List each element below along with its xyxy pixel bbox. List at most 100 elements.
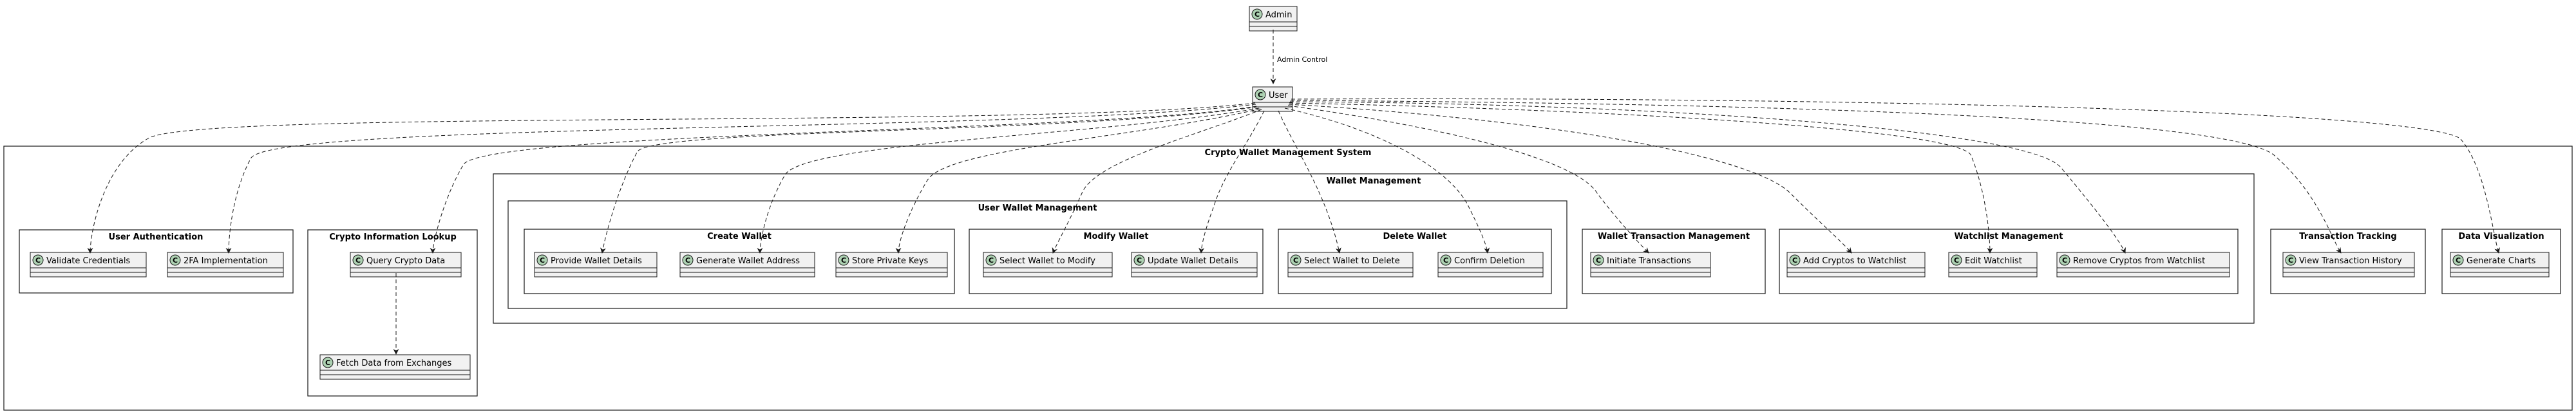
class-c-letter: C bbox=[1255, 10, 1260, 19]
class-name: Fetch Data from Exchanges bbox=[336, 359, 451, 368]
class-c-letter: C bbox=[841, 256, 846, 265]
package-title: User Wallet Management bbox=[978, 203, 1097, 213]
edge-user-to-view-tx-history bbox=[1290, 100, 2342, 254]
edge-user-to-remove-cryptos-watchlist bbox=[1289, 101, 2126, 254]
class-c-icon bbox=[322, 357, 334, 368]
class-box bbox=[1437, 252, 1544, 278]
class-c-letter: C bbox=[2288, 256, 2293, 265]
class-c-letter: C bbox=[2456, 256, 2461, 265]
package-title: Wallet Management bbox=[1327, 176, 1421, 186]
class-c-letter: C bbox=[989, 256, 994, 265]
class-name: Edit Watchlist bbox=[1965, 256, 2022, 266]
class-c-letter: C bbox=[540, 256, 545, 265]
class-name: Confirm Deletion bbox=[1454, 256, 1525, 266]
class-box bbox=[1287, 252, 1414, 278]
class-name: Initiate Transactions bbox=[1607, 256, 1691, 266]
class-name: Provide Wallet Details bbox=[551, 256, 642, 266]
class-fetch-data-from-exchanges: C Fetch Data from Exchanges bbox=[319, 354, 471, 380]
class-box bbox=[350, 252, 462, 278]
class-name: Add Cryptos to Watchlist bbox=[1803, 256, 1906, 266]
class-edit-watchlist: C Edit Watchlist bbox=[1948, 252, 2038, 278]
package-title: Transaction Tracking bbox=[2299, 232, 2396, 241]
class-c-letter: C bbox=[1258, 91, 1263, 99]
actor-admin: C Admin bbox=[1249, 6, 1298, 32]
edge-user-to-add-cryptos-watchlist bbox=[1288, 104, 1852, 254]
class-box bbox=[167, 252, 284, 278]
class-c-icon bbox=[1251, 8, 1263, 20]
class-box bbox=[983, 252, 1113, 278]
class-add-cryptos-to-watchlist: C Add Cryptos to Watchlist bbox=[1786, 252, 1926, 278]
class-generate-charts: C Generate Charts bbox=[2450, 252, 2550, 278]
class-provide-wallet-details: C Provide Wallet Details bbox=[534, 252, 658, 278]
class-c-icon bbox=[2285, 254, 2297, 266]
edge-user-to-edit-watchlist bbox=[1289, 102, 1993, 254]
class-box bbox=[30, 252, 147, 278]
edges-layer: Admin Control bbox=[87, 30, 2500, 355]
edge-user-to-validate-credentials bbox=[87, 102, 1256, 254]
class-name: Generate Charts bbox=[2467, 256, 2536, 266]
class-c-letter: C bbox=[325, 359, 330, 367]
class-name: Store Private Keys bbox=[852, 256, 929, 266]
edge-user-to-generate-charts bbox=[1291, 99, 2500, 254]
class-2fa-implementation: C 2FA Implementation bbox=[167, 252, 284, 278]
class-select-wallet-to-modify: C Select Wallet to Modify bbox=[983, 252, 1113, 278]
class-c-icon bbox=[682, 254, 694, 266]
class-name: Select Wallet to Modify bbox=[999, 256, 1095, 266]
actor-user: C User bbox=[1252, 86, 1293, 112]
edge-user-to-provide-wallet-details bbox=[600, 106, 1258, 254]
edge-user-to-initiate-transactions bbox=[1287, 105, 1649, 254]
class-name: Select Wallet to Delete bbox=[1304, 256, 1400, 266]
class-c-letter: C bbox=[685, 256, 690, 265]
class-c-letter: C bbox=[2062, 256, 2067, 265]
class-c-icon bbox=[169, 254, 181, 266]
class-c-letter: C bbox=[355, 256, 361, 265]
class-name: Admin bbox=[1265, 10, 1292, 20]
class-c-icon bbox=[1255, 89, 1266, 100]
class-name: User bbox=[1269, 91, 1288, 100]
package-title: Create Wallet bbox=[707, 232, 772, 241]
class-box bbox=[1786, 252, 1926, 278]
package-title: Data Visualization bbox=[2458, 232, 2544, 241]
class-c-icon bbox=[32, 254, 44, 266]
edge-user-to-confirm-deletion bbox=[1284, 108, 1490, 254]
class-c-icon bbox=[1593, 254, 1604, 266]
class-c-icon bbox=[1789, 254, 1801, 266]
class-query-crypto-data: C Query Crypto Data bbox=[350, 252, 462, 278]
class-box bbox=[1131, 252, 1258, 278]
package-title: Wallet Transaction Management bbox=[1598, 232, 1750, 241]
edge-user-to-select-wallet-modify bbox=[1052, 109, 1262, 254]
class-c-letter: C bbox=[1293, 256, 1298, 265]
class-store-private-keys: C Store Private Keys bbox=[835, 252, 948, 278]
class-box bbox=[534, 252, 658, 278]
class-c-icon bbox=[1951, 254, 1962, 266]
class-c-icon bbox=[536, 254, 548, 266]
package-title: Crypto Information Lookup bbox=[329, 232, 457, 242]
class-box bbox=[2056, 252, 2230, 278]
class-c-letter: C bbox=[1443, 256, 1448, 265]
class-remove-cryptos-from-watchlist: C Remove Cryptos from Watchlist bbox=[2056, 252, 2230, 278]
class-c-letter: C bbox=[1137, 256, 1142, 265]
package-title: Modify Wallet bbox=[1084, 232, 1149, 241]
package-title: Crypto Wallet Management System bbox=[1205, 148, 1372, 158]
class-c-icon bbox=[985, 254, 997, 266]
class-c-letter: C bbox=[173, 256, 178, 265]
edge-label-admin-control: Admin Control bbox=[1277, 55, 1327, 64]
class-name: Remove Cryptos from Watchlist bbox=[2073, 256, 2205, 266]
class-c-icon bbox=[2452, 254, 2464, 266]
class-c-icon bbox=[352, 254, 364, 266]
class-c-letter: C bbox=[1954, 256, 1959, 265]
package-title: Delete Wallet bbox=[1383, 232, 1446, 241]
class-select-wallet-to-delete: C Select Wallet to Delete bbox=[1287, 252, 1414, 278]
class-name: Query Crypto Data bbox=[366, 256, 445, 266]
class-c-letter: C bbox=[1792, 256, 1797, 265]
class-name: Generate Wallet Address bbox=[696, 256, 800, 266]
class-name: 2FA Implementation bbox=[184, 256, 268, 266]
class-c-letter: C bbox=[35, 256, 41, 265]
class-c-icon bbox=[1133, 254, 1145, 266]
edge-user-to-2fa bbox=[225, 104, 1256, 254]
class-box bbox=[1590, 252, 1711, 278]
